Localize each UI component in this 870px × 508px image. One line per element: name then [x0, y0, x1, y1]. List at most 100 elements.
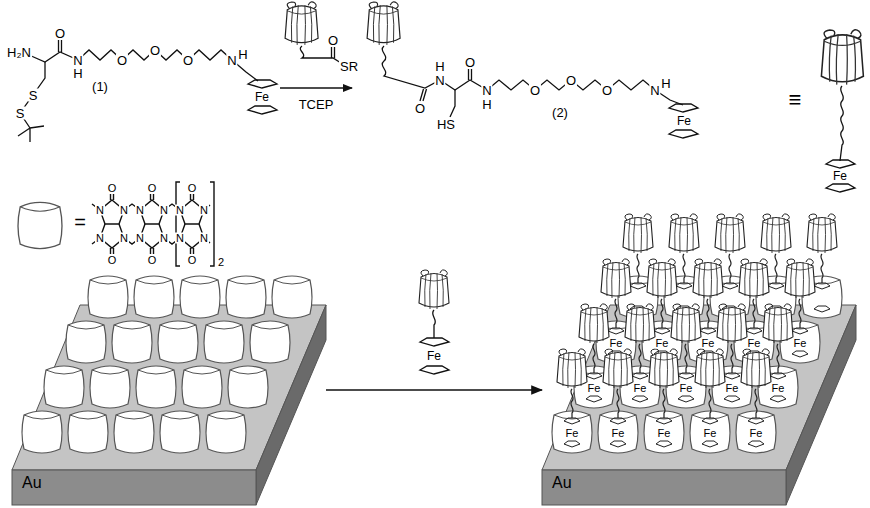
structure-bonds: [18, 40, 277, 142]
atom-label: SR: [339, 60, 359, 73]
thioester-bonds: [300, 46, 341, 63]
atom-label: N: [434, 74, 445, 87]
atom-label: N: [481, 84, 492, 97]
compound-number: (1): [91, 80, 109, 93]
compound-number: (2): [551, 106, 569, 119]
cartoon-ferrocene: [826, 86, 855, 192]
iron-label: Fe: [679, 383, 694, 394]
atom-label: H: [237, 48, 248, 61]
cyclopentadienyl-ring: [420, 366, 449, 374]
cyclopentadienyl-ring: [248, 80, 277, 88]
atom-label: H₂N: [6, 46, 32, 59]
guest-ferrocene: [420, 310, 449, 374]
cyclopentadienyl-ring: [826, 160, 855, 168]
bond: [29, 52, 78, 62]
atom-label: O: [464, 56, 476, 69]
atom-label: O: [414, 102, 426, 115]
protein-cartoon: [367, 2, 400, 45]
gold-front-face: [542, 470, 786, 505]
atom-label: O: [327, 34, 339, 47]
atom-label: N: [175, 205, 185, 216]
disulfide-chain: [18, 62, 45, 142]
atom-label: N: [72, 54, 83, 67]
cyclopentadienyl-ring: [826, 184, 855, 192]
cyclopentadienyl-ring: [248, 106, 277, 114]
atom-label: N: [119, 205, 129, 216]
linker: [300, 46, 341, 63]
atom-label: O: [529, 84, 541, 97]
cyclopentadienyl-ring: [669, 130, 698, 138]
cyclopentadienyl-ring: [669, 104, 698, 112]
host-row: [88, 276, 312, 318]
glycoluril-unit: [180, 194, 204, 254]
atom-label: O: [54, 27, 66, 40]
reaction-arrow: [326, 389, 542, 391]
atom-label: O: [147, 183, 158, 194]
atom-label: O: [149, 44, 161, 57]
atom-label: O: [565, 74, 577, 87]
atom-label: N: [175, 233, 185, 244]
atom-label: O: [601, 84, 613, 97]
atom-label: N: [199, 233, 209, 244]
atom-label: N: [135, 205, 145, 216]
atom-label: O: [107, 255, 118, 266]
iron-label: Fe: [703, 428, 718, 439]
reaction-arrow: [280, 87, 352, 88]
protein-cartoon: [821, 30, 863, 85]
atom-label: O: [182, 54, 194, 67]
host-row: [44, 366, 268, 408]
iron-label: Fe: [747, 338, 762, 349]
cyclopentadienyl-ring: [420, 338, 449, 346]
iron-label: Fe: [565, 428, 580, 439]
atom-label: O: [187, 183, 198, 194]
gold-substrate: Au: [542, 300, 856, 505]
atom-label: N: [95, 233, 105, 244]
iron-label: Fe: [657, 428, 672, 439]
cucurbituril-icon: [18, 202, 62, 248]
iron-label: Fe: [676, 115, 692, 127]
repeat-bracket: [176, 182, 214, 266]
glycoluril-unit: [100, 194, 124, 254]
atom-label: H: [434, 60, 445, 73]
atom-label: H: [72, 67, 83, 80]
gold-front-face: [12, 470, 256, 505]
repeat-subscript: 2: [217, 257, 225, 268]
methylene-bridges: [92, 204, 210, 244]
iron-label: Fe: [609, 338, 624, 349]
double-bond: [420, 89, 427, 101]
host-row: [22, 411, 246, 453]
atom-label: N: [159, 205, 169, 216]
iron-label: Fe: [254, 91, 270, 103]
equals-sign: =: [73, 212, 87, 232]
iron-label: Fe: [749, 428, 764, 439]
host-row: [66, 321, 290, 363]
atom-label: S: [28, 89, 39, 102]
gold-substrate: Au: [12, 300, 326, 505]
substrate-label: Au: [552, 475, 572, 491]
atom-label: N: [119, 233, 129, 244]
atom-label: N: [649, 84, 660, 97]
iron-label: Fe: [587, 383, 602, 394]
bond: [450, 90, 455, 117]
atom-label: S: [15, 107, 26, 120]
atom-label: HS: [436, 118, 456, 131]
double-bond: [59, 40, 62, 52]
host-guest-row: [552, 349, 776, 453]
linker: [433, 310, 436, 338]
atom-label: O: [147, 255, 158, 266]
iron-label: Fe: [426, 350, 442, 362]
atom-label: O: [116, 54, 128, 67]
structure-bonds: [382, 46, 698, 138]
iron-label: Fe: [611, 428, 626, 439]
double-bond: [469, 69, 472, 80]
iron-label: Fe: [793, 338, 808, 349]
atom-label: H: [481, 98, 492, 111]
iron-label: Fe: [832, 170, 848, 182]
atom-label: N: [226, 54, 237, 67]
iron-label: Fe: [771, 383, 786, 394]
equivalence-sign: ≡: [788, 89, 803, 111]
atom-label: N: [95, 205, 105, 216]
protein-cartoon: [285, 2, 318, 45]
atom-label: N: [159, 233, 169, 244]
